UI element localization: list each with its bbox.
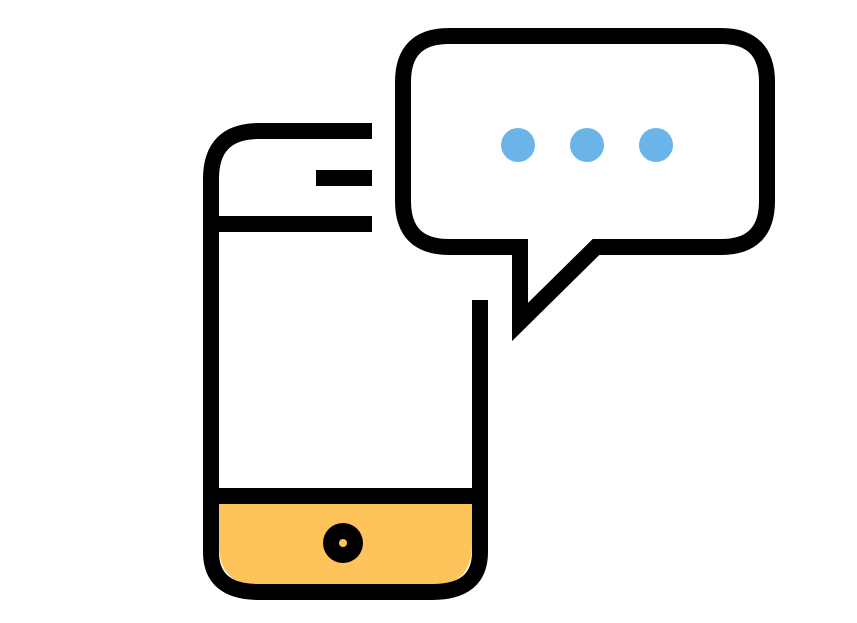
- typing-dot: [501, 128, 535, 162]
- phone-body-outline: [203, 123, 488, 600]
- smartphone-icon: [203, 123, 488, 600]
- speech-bubble-outline: [395, 28, 775, 342]
- typing-dot: [639, 128, 673, 162]
- typing-dot: [570, 128, 604, 162]
- typing-indicator-icon: [501, 128, 673, 162]
- speech-bubble-icon: [395, 28, 775, 342]
- phone-home-button-center: [339, 539, 347, 547]
